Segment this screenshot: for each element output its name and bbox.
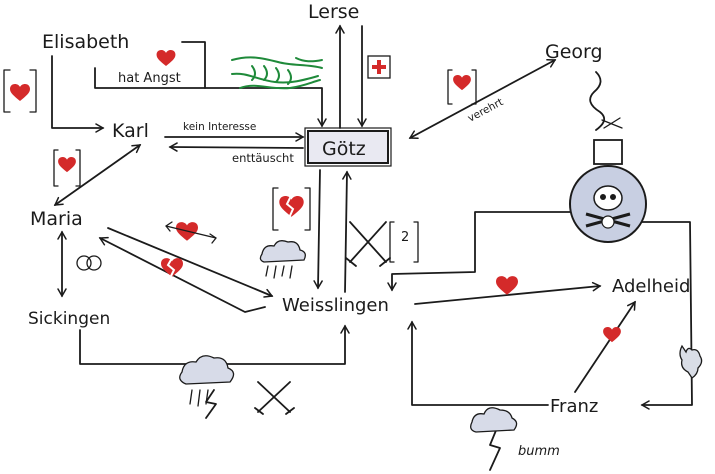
- goetz-box: [307, 130, 389, 164]
- poison-bottle-skull-icon: [569, 71, 647, 243]
- broken-heart-icon: [272, 187, 311, 231]
- name-goetz: Götz: [322, 138, 366, 160]
- label-kein-interesse: kein Interesse: [183, 121, 256, 133]
- label-enttaeuscht: enttäuscht: [232, 151, 294, 165]
- crossed-swords-icon: [345, 221, 419, 267]
- bracket-number: 2: [401, 230, 409, 245]
- storm-cloud-icon: [470, 407, 518, 433]
- arrow-franz-to-weisslingen: [407, 320, 549, 406]
- arrow-franz-to-adelheid: [574, 300, 636, 393]
- heart-icon: [603, 327, 621, 343]
- name-franz: Franz: [550, 396, 598, 417]
- relation-labels: hat Angst kein Interesse enttäuscht vere…: [118, 71, 560, 459]
- arrow-elisabeth-to-karl: [51, 55, 105, 133]
- handshake-icon: [231, 56, 323, 90]
- label-verehrt: verehrt: [466, 96, 505, 125]
- rain-cloud-icon: [179, 355, 235, 419]
- arrow-weisslingen-to-goetz: [342, 170, 352, 293]
- arrow-angst-to-goetz: [204, 87, 327, 128]
- arrow-goetz-georg: [408, 59, 557, 139]
- arrow-maria-to-weisslingen: [107, 227, 274, 298]
- name-sickingen: Sickingen: [28, 309, 110, 329]
- name-elisabeth: Elisabeth: [42, 31, 129, 53]
- wedding-rings-icon: [76, 255, 102, 271]
- broken-heart-icon: [161, 257, 183, 279]
- arrow-poison-to-weisslingen: [387, 211, 581, 292]
- name-maria: Maria: [30, 208, 83, 230]
- rain-cloud-icon: [259, 240, 306, 279]
- arrow-weisslingen-to-adelheid: [414, 281, 602, 305]
- heart-icon: [156, 50, 176, 67]
- relationship-lines: [51, 24, 693, 471]
- heart-icon: [3, 69, 37, 113]
- heart-icon: [496, 276, 518, 295]
- lightning-icon: [489, 427, 501, 471]
- arrow-pierced-heart-icon: [165, 221, 217, 244]
- red-cross-icon: [367, 55, 391, 79]
- arrow-karl-maria: [53, 144, 142, 206]
- name-karl: Karl: [112, 120, 149, 142]
- name-georg: Georg: [545, 41, 603, 63]
- arrow-poison-to-franz: [629, 221, 693, 410]
- arrow-weisslingen-to-maria: [98, 236, 266, 313]
- name-lerse: Lerse: [308, 1, 359, 23]
- glove-icon: [679, 344, 703, 379]
- heart-icon: [53, 149, 81, 187]
- name-weisslingen: Weisslingen: [282, 295, 389, 316]
- label-bumm: bumm: [518, 444, 560, 459]
- character-names: Lerse Götz Georg Elisabeth Karl Maria Si…: [28, 1, 690, 417]
- name-adelheid: Adelheid: [612, 276, 690, 297]
- arrow-goetz-to-weisslingen: [313, 169, 323, 290]
- label-hat-angst: hat Angst: [118, 71, 181, 86]
- arrow-goetz-to-karl: [168, 142, 304, 152]
- heart-icon: [447, 69, 477, 105]
- crossed-swords-icon: [254, 381, 295, 415]
